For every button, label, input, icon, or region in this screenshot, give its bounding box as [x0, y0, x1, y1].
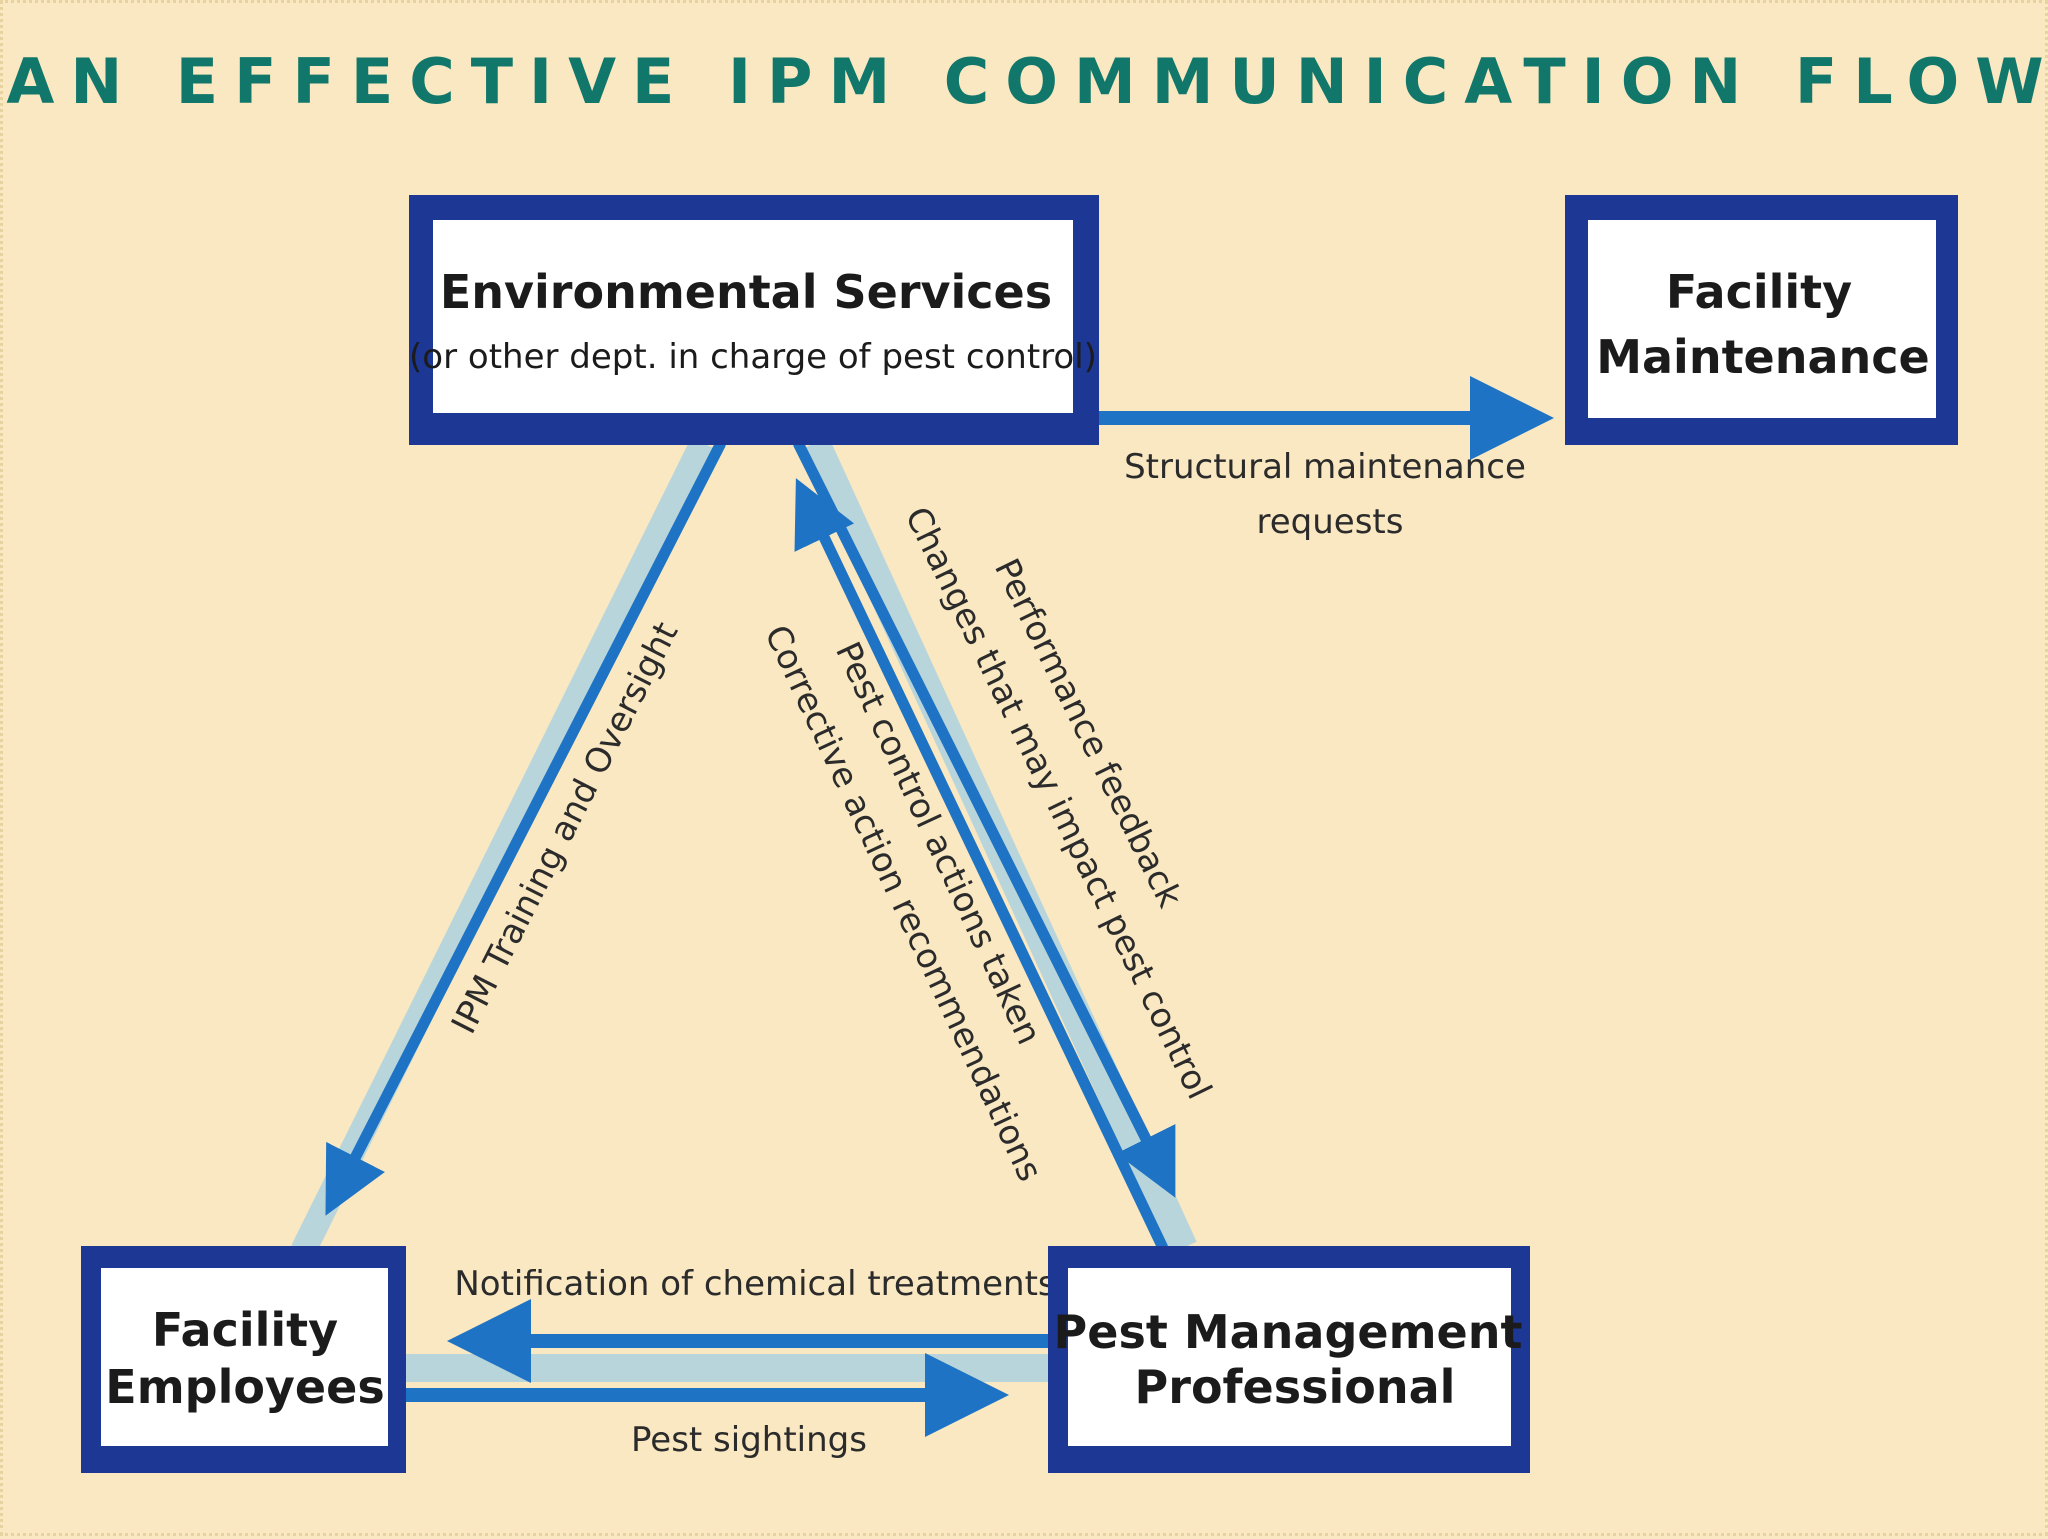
- ipm-training-arrow: [325, 440, 726, 1216]
- environmental-services-subtitle: (or other dept. in charge of pest contro…: [409, 337, 1097, 377]
- environmental-services-box: Environmental Services (or other dept. i…: [409, 195, 1099, 445]
- diagram-title: AN EFFECTIVE IPM COMMUNICATION FLOW: [6, 45, 2048, 118]
- facility-employees-box: Facility Employees: [81, 1246, 406, 1473]
- facility-maintenance-line1: Facility: [1666, 265, 1852, 319]
- pest-management-line1: Pest Management: [1054, 1305, 1523, 1359]
- environmental-services-title: Environmental Services: [440, 265, 1052, 319]
- structural-label-line2: requests: [1257, 502, 1404, 542]
- facility-employees-line1: Facility: [152, 1303, 338, 1357]
- structural-label-line1: Structural maintenance: [1124, 447, 1526, 487]
- facility-maintenance-line2: Maintenance: [1596, 330, 1930, 384]
- facility-employees-line2: Employees: [105, 1360, 384, 1414]
- flow-diagram: AN EFFECTIVE IPM COMMUNICATION FLOW Stru…: [6, 45, 2048, 1473]
- facility-maintenance-box: Facility Maintenance: [1565, 195, 1958, 445]
- ipm-training-band: [291, 437, 715, 1257]
- pest-management-line2: Professional: [1135, 1360, 1456, 1414]
- es-to-pmp-arrow: [793, 440, 1176, 1198]
- pmp-to-es-arrow: [794, 478, 1168, 1251]
- pest-sightings-label: Pest sightings: [631, 1420, 867, 1460]
- ipm-training-label: IPM Training and Oversight: [444, 616, 687, 1040]
- notification-label: Notification of chemical treatments: [454, 1264, 1055, 1304]
- pest-management-box: Pest Management Professional: [1048, 1246, 1530, 1473]
